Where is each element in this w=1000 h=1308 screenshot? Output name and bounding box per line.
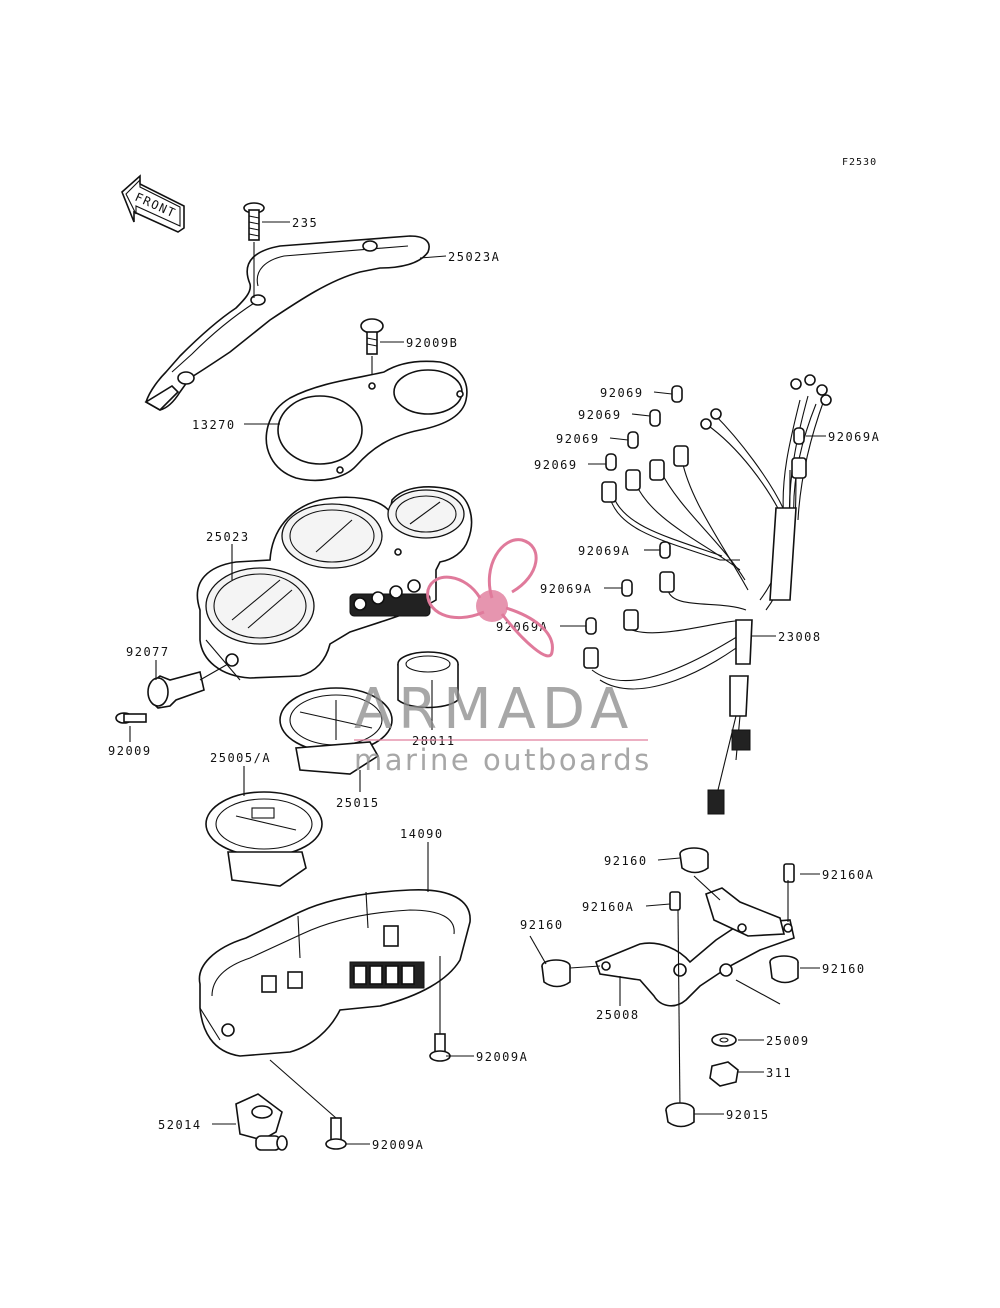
meter-28011 — [397, 651, 459, 709]
label-92160A-2: 92160A — [582, 900, 634, 914]
label-92009: 92009 — [108, 744, 152, 758]
label-92009B: 92009B — [406, 336, 458, 350]
label-92009A-1: 92009A — [476, 1050, 528, 1064]
label-92160-2: 92160 — [520, 918, 564, 932]
label-25015: 25015 — [336, 796, 380, 810]
label-25009: 25009 — [766, 1034, 810, 1048]
label-23008: 23008 — [778, 630, 822, 644]
label-25023A: 25023A — [448, 250, 500, 264]
gear-92077 — [147, 663, 229, 709]
label-92069A-3: 92069A — [540, 582, 592, 596]
label-92160A-1: 92160A — [822, 868, 874, 882]
meter-25015 — [279, 687, 393, 775]
screw-92009A-2 — [269, 1059, 347, 1150]
label-92009A-2: 92009A — [372, 1138, 424, 1152]
label-92069-1: 92069 — [600, 386, 644, 400]
label-25023: 25023 — [206, 530, 250, 544]
screw-92009A-1 — [429, 956, 451, 1062]
label-25005A: 25005/A — [210, 751, 271, 765]
sensor-52014 — [235, 1093, 288, 1151]
label-92069A-2: 92069A — [578, 544, 630, 558]
leader-lines — [129, 221, 826, 1145]
label-28011: 28011 — [412, 734, 456, 748]
meter-25005A — [205, 791, 323, 887]
watermark-brand: ARMADA — [354, 677, 634, 742]
grommets-92160 — [541, 847, 799, 988]
label-92069-2: 92069 — [578, 408, 622, 422]
screw-235 — [243, 202, 265, 298]
bracket-25023A — [144, 235, 430, 411]
figure-code: F2530 — [842, 157, 877, 168]
meter-housing-25023 — [196, 486, 473, 681]
label-92160-1: 92160 — [604, 854, 648, 868]
label-92015: 92015 — [726, 1108, 770, 1122]
label-14090: 14090 — [400, 827, 444, 841]
screw-92009 — [115, 712, 147, 724]
bulb-sockets — [583, 445, 807, 669]
label-92077: 92077 — [126, 645, 170, 659]
propeller-logo-icon — [426, 538, 554, 658]
hardware-stack — [569, 875, 789, 1128]
label-25008: 25008 — [596, 1008, 640, 1022]
label-52014: 52014 — [158, 1118, 202, 1132]
label-92069-3: 92069 — [556, 432, 600, 446]
watermark-tagline: marine outboards — [354, 743, 652, 777]
part-labels: 235 25023A 92009B 13270 25023 92077 9200… — [108, 216, 880, 1152]
label-92160-3: 92160 — [822, 962, 866, 976]
label-311: 311 — [766, 1066, 792, 1080]
front-arrow-icon: FRONT — [121, 174, 185, 233]
lower-case-14090 — [198, 889, 471, 1057]
gasket-13270 — [265, 360, 468, 482]
label-235: 235 — [292, 216, 318, 230]
screw-92009B — [360, 318, 384, 380]
label-92069-4: 92069 — [534, 458, 578, 472]
label-92069A-1: 92069A — [828, 430, 880, 444]
label-13270: 13270 — [192, 418, 236, 432]
watermark: ARMADA marine outboards — [354, 538, 652, 777]
bracket-25008 — [595, 887, 795, 1007]
